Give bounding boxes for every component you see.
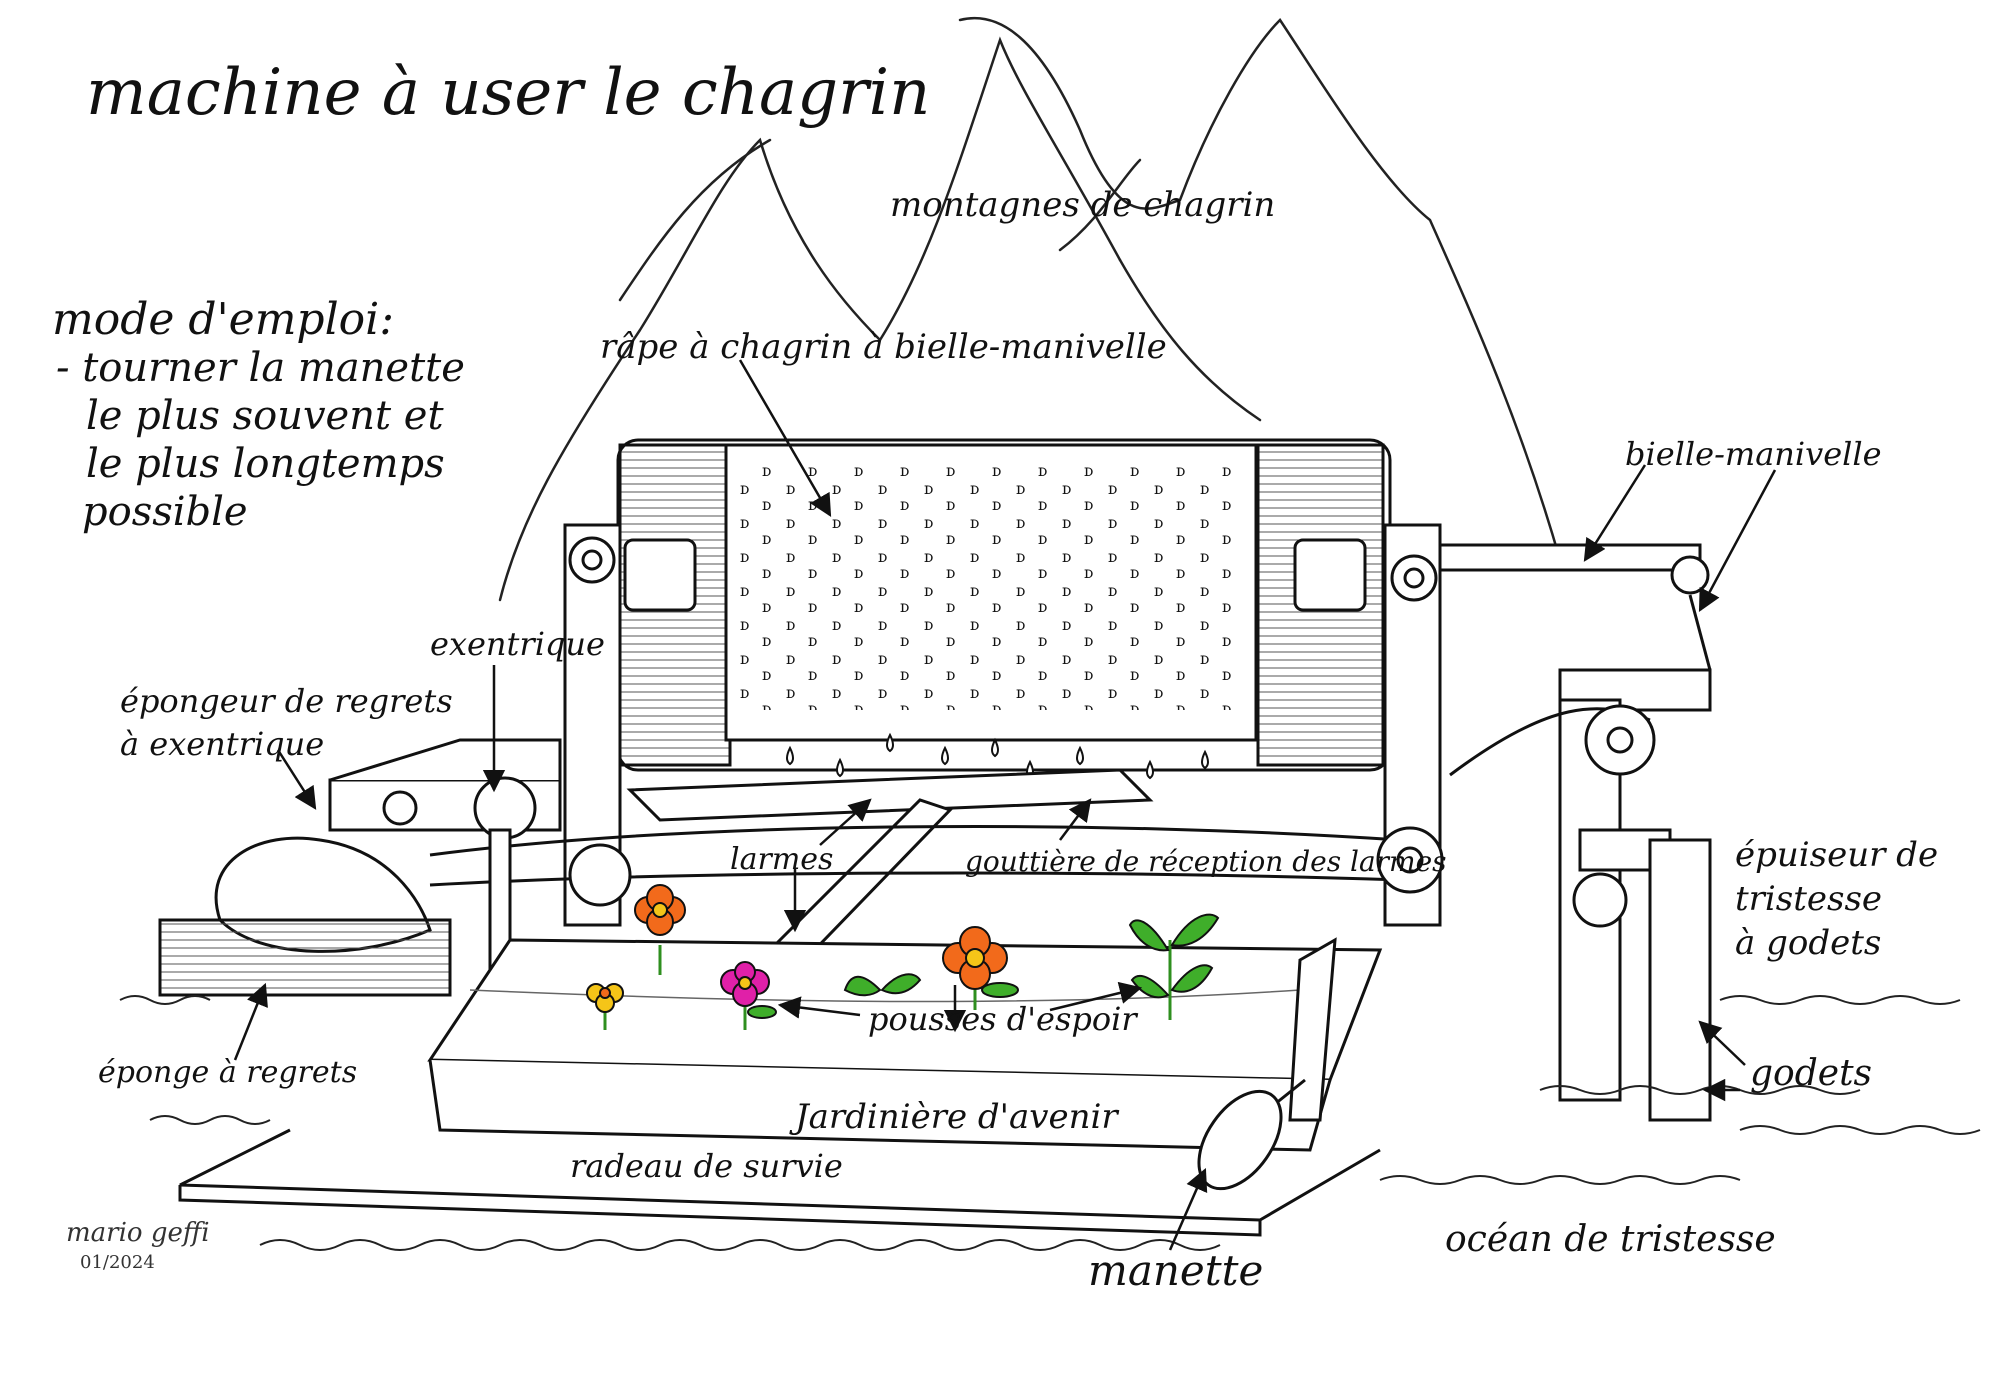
diagram-title: machine à user le chagrin [86,56,931,130]
sponger-mechanism [158,738,562,1062]
instructions-heading: mode d'emploi: [52,294,395,345]
label-eccentric: exentrique [430,625,605,663]
signature-date: 01/2024 [80,1252,155,1273]
handle-crank [1197,937,1337,1191]
instructions-block: mode d'emploi: - tourner la manette le p… [52,296,465,536]
instructions-line: le plus souvent et [86,393,444,439]
label-hope-shoots: pousses d'espoir [868,1000,1137,1038]
label-gutter: gouttière de réception des larmes [965,845,1447,878]
label-raft: radeau de survie [570,1147,843,1185]
label-exhauster-line2: tristesse [1735,879,1883,919]
label-sponger-line2: à exentrique [120,725,325,763]
label-exhauster-line3: à godets [1735,923,1882,963]
label-exhauster-line1: épuiseur de [1735,835,1939,875]
planter-tray [427,938,1383,1152]
label-crank-rod: bielle-manivelle [1625,435,1882,473]
belt-drive [429,704,1656,907]
label-planter: Jardinière d'avenir [795,1097,1118,1137]
mountains [498,16,1562,602]
annotation-arrows [233,359,1777,1251]
label-tears: larmes [730,842,834,877]
label-buckets: godets [1750,1053,1873,1094]
tear-drops [786,732,1209,780]
label-sponge: éponge à regrets [98,1055,358,1090]
label-mountains: montagnes de chagrin [890,185,1276,225]
grater-frame [616,438,1392,772]
label-ocean: océan de tristesse [1445,1219,1776,1260]
bucket-exhauster [1572,828,1712,1122]
label-sponger-line1: épongeur de regrets [120,682,453,720]
ocean-waves [119,995,1981,1251]
label-grater: râpe à chagrin à bielle-manivelle [600,327,1167,367]
instructions-line: - tourner la manette [56,345,465,391]
signature-name: mario geffi [66,1218,210,1248]
hope-shoots [586,884,1220,1030]
survival-raft [178,1128,1381,1237]
label-handle: manette [1088,1246,1264,1295]
instructions-line: le plus longtemps [86,441,445,487]
instructions-line: possible [82,489,248,535]
